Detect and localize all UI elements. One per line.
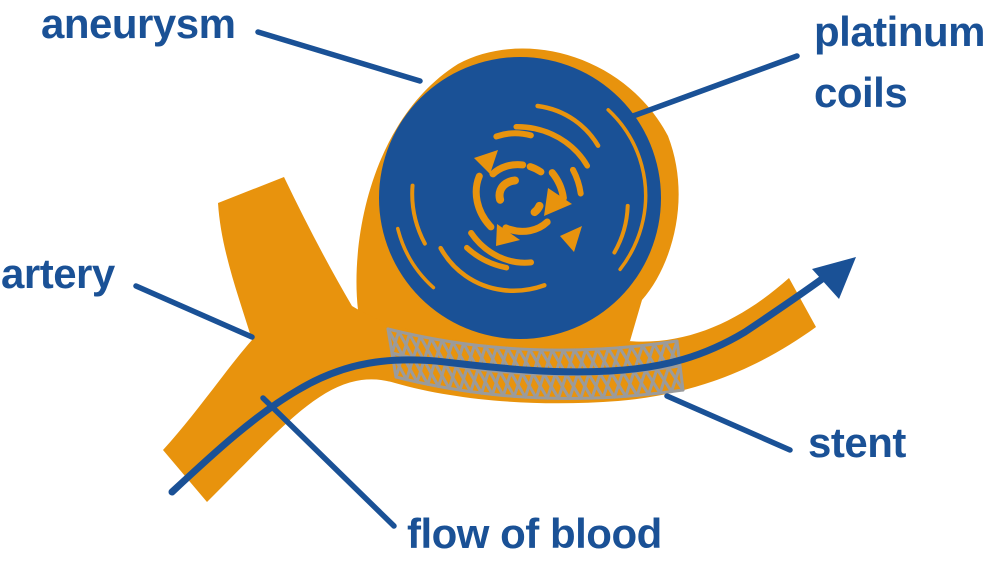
flow-arrow-icon bbox=[812, 257, 856, 299]
stent-label: stent bbox=[808, 419, 906, 466]
stent-strut bbox=[675, 339, 685, 392]
platinum-coils-label: platinum coils bbox=[814, 1, 986, 123]
artery-shape bbox=[163, 177, 816, 502]
stent-strut bbox=[390, 330, 682, 376]
aneurysm-leader-line bbox=[255, 29, 423, 84]
artery-leader-line bbox=[133, 283, 255, 340]
flow-of-blood-leader-line bbox=[260, 395, 397, 529]
stent-strut bbox=[386, 327, 398, 379]
platinum-coils-leader-line bbox=[630, 53, 800, 119]
flow-of-blood-label: flow of blood bbox=[407, 510, 662, 557]
platinum-coils-label-line2: coils bbox=[814, 69, 908, 116]
blood-flow-line bbox=[168, 267, 837, 496]
artery-label: artery bbox=[1, 250, 115, 297]
stent-strut bbox=[390, 351, 682, 400]
coil-texture bbox=[392, 74, 648, 322]
stent-leader-line bbox=[664, 393, 793, 453]
aneurysm-label: aneurysm bbox=[41, 0, 236, 47]
platinum-coils-label-line1: platinum bbox=[814, 8, 986, 55]
platinum-coil-mass bbox=[379, 57, 661, 339]
